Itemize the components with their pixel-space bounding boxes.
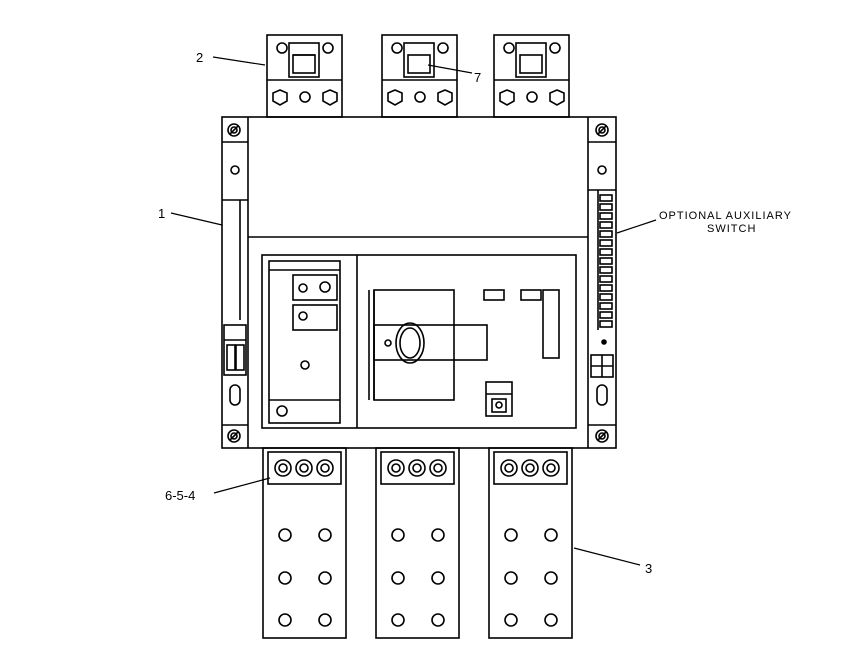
trip-unit (268, 260, 341, 424)
corner-screw-top-right (595, 123, 609, 137)
auxiliary-switch-block (588, 165, 616, 406)
busbar-center (375, 447, 460, 639)
leader-lines (170, 56, 657, 566)
busbar-right (488, 447, 573, 639)
busbar-left (262, 447, 347, 639)
status-indicators (483, 289, 560, 359)
callout-7: 7 (474, 70, 481, 85)
aux-switch-label-line2: SWITCH (707, 223, 756, 235)
callout-1: 1 (158, 206, 165, 221)
push-button (485, 381, 513, 417)
operating-handle (368, 289, 488, 401)
corner-screw-top-left (227, 123, 241, 137)
callout-2: 2 (196, 50, 203, 65)
callout-6-5-4: 6-5-4 (165, 488, 195, 503)
top-connector-left (266, 34, 343, 118)
left-side-rail (222, 165, 248, 406)
top-connector-right (493, 34, 570, 118)
corner-screw-bottom-left (227, 429, 241, 443)
front-panel (261, 254, 577, 429)
callout-3: 3 (645, 561, 652, 576)
corner-screw-bottom-right (595, 429, 609, 443)
aux-switch-label-line1: OPTIONAL AUXILIARY (659, 210, 792, 222)
top-connector-center (381, 34, 458, 118)
breaker-body (221, 116, 617, 449)
